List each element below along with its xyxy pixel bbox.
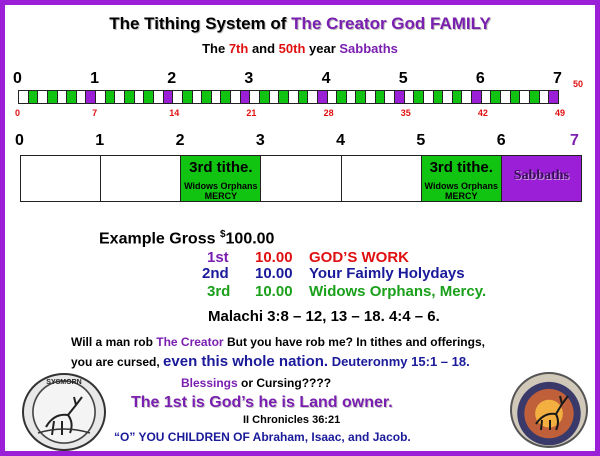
- title-part-2: The Creator God FAMILY: [291, 14, 491, 33]
- subtitle-7th: 7th: [228, 41, 249, 56]
- year-scale-label: 2: [175, 132, 185, 149]
- tithe-row-3: 3rd 10.00 Widows Orphans, Mercy.: [207, 283, 486, 300]
- tithe-sub-1: Widows Orphans: [184, 181, 258, 191]
- page-title: The Tithing System of The Creator God FA…: [0, 14, 600, 34]
- top-scale-minor-label: 35: [400, 108, 411, 118]
- year-scale-label: 1: [95, 132, 105, 149]
- top-scale-major-label: 7: [553, 70, 562, 87]
- subtitle-text: The: [202, 41, 229, 56]
- year-scale-label: 7: [570, 132, 579, 149]
- top-scale-minor-label: 14: [169, 108, 180, 118]
- year-cell-2: [101, 156, 182, 201]
- top-scale-minor-label: 0: [15, 108, 21, 118]
- deer-icon: [535, 395, 569, 431]
- top-scale-minor-label: 42: [477, 108, 488, 118]
- sabbath-label: Sabbaths: [513, 168, 570, 183]
- top-scale-minor-label: 28: [323, 108, 334, 118]
- quote-text: But you have rob me? In tithes and offer…: [223, 335, 485, 349]
- top-scale-major-label: 6: [475, 70, 485, 87]
- deer-icon: [37, 396, 91, 436]
- tithe-row-desc: Your Faimly Holydays: [309, 265, 465, 282]
- right-logo: [510, 372, 588, 448]
- year-cell-1: [21, 156, 102, 201]
- page-subtitle: The 7th and 50th year Sabbaths: [0, 41, 600, 56]
- blessings-or: or: [237, 376, 257, 390]
- tithe-sub-2: MERCY: [445, 191, 478, 201]
- year-scale-label: 3: [255, 132, 265, 149]
- week-cell: [548, 90, 559, 104]
- landowner-line: The 1st is God’s he is Land owner.: [131, 394, 393, 411]
- children-line: “O” YOU CHILDREN OF Abraham, Isaac, and …: [114, 430, 411, 444]
- subtitle-sabbaths: Sabbaths: [339, 41, 398, 56]
- tithe-row-desc: GOD’S WORK: [309, 249, 409, 266]
- top-scale-major-label: 1: [90, 70, 100, 87]
- cursing-word: Cursing????: [256, 376, 332, 390]
- malachi-reference: Malachi 3:8 – 12, 13 – 18. 4:4 – 6.: [208, 308, 440, 325]
- quote-creator: The Creator: [156, 335, 224, 349]
- year-cell-4: [261, 156, 342, 201]
- left-logo: SYSMORN: [22, 373, 106, 451]
- top-scale-end-label: 50: [573, 79, 584, 89]
- example-amount: 100.00: [225, 230, 275, 248]
- tithe-label: 3rd tithe.: [429, 159, 493, 176]
- tithe-row-ordinal: 3rd: [207, 283, 231, 300]
- tithe-row-desc: Widows Orphans, Mercy.: [309, 283, 487, 300]
- year-scale-label: 5: [416, 132, 426, 149]
- tithe-row-ordinal: 2nd: [202, 265, 229, 282]
- subtitle-text: and: [248, 41, 279, 56]
- quote-line-1: Will a man rob The Creator But you have …: [71, 335, 485, 349]
- year-scale-label: 0: [15, 132, 24, 149]
- top-scale-major-label: 0: [13, 70, 22, 87]
- quote-text: Will a man rob: [71, 335, 157, 349]
- top-scale-major-label: 4: [321, 70, 331, 87]
- tithe-sub-2: MERCY: [204, 191, 238, 201]
- year-cell-5: [342, 156, 422, 201]
- example-line: Example Gross $100.00: [99, 229, 274, 248]
- top-scale-minor-label: 21: [246, 108, 257, 118]
- quote-nation: even this whole nation.: [163, 353, 329, 370]
- tithe-sub-1: Widows Orphans: [424, 181, 498, 191]
- title-part-1: The Tithing System of: [109, 14, 292, 33]
- tithe-row-2: 2nd 10.00 Your Faimly Holydays: [202, 265, 465, 282]
- week-strip: [18, 90, 559, 104]
- example-label: Example Gross: [99, 230, 220, 248]
- tithe-label: 3rd tithe.: [189, 159, 253, 176]
- subtitle-text: year: [305, 41, 340, 56]
- left-logo-text: SYSMORN: [46, 379, 82, 386]
- top-scale-major-label: 5: [398, 70, 408, 87]
- tithe-row-amount: 10.00: [255, 249, 293, 266]
- top-scale-major-label: 3: [244, 70, 254, 87]
- tithe-row-amount: 10.00: [255, 283, 293, 300]
- top-scale-minor-label: 7: [92, 108, 98, 118]
- quote-line-2: you are cursed, even this whole nation. …: [71, 353, 470, 370]
- blessings-line: Blessings or Cursing????: [181, 376, 331, 390]
- top-scale-major-label: 2: [167, 70, 177, 87]
- example-currency: $: [219, 229, 226, 240]
- year-cell-7-sabbath: Sabbaths: [501, 156, 581, 201]
- subtitle-50th: 50th: [278, 41, 306, 56]
- year-scale-label: 6: [496, 132, 506, 149]
- year-scale-label: 4: [336, 132, 346, 149]
- tithe-row-1: 1st 10.00 GOD’S WORK: [207, 249, 409, 266]
- top-scale-minor-label: 49: [555, 108, 566, 118]
- tithe-row-ordinal: 1st: [207, 249, 229, 266]
- quote-text: you are cursed,: [71, 355, 164, 369]
- tithe-row-amount: 10.00: [255, 265, 293, 282]
- chronicles-reference: II Chronicles 36:21: [243, 414, 341, 426]
- quote-deuteronomy: Deuteronmy 15:1 – 18.: [328, 354, 470, 369]
- blessings-word: Blessings: [181, 376, 238, 390]
